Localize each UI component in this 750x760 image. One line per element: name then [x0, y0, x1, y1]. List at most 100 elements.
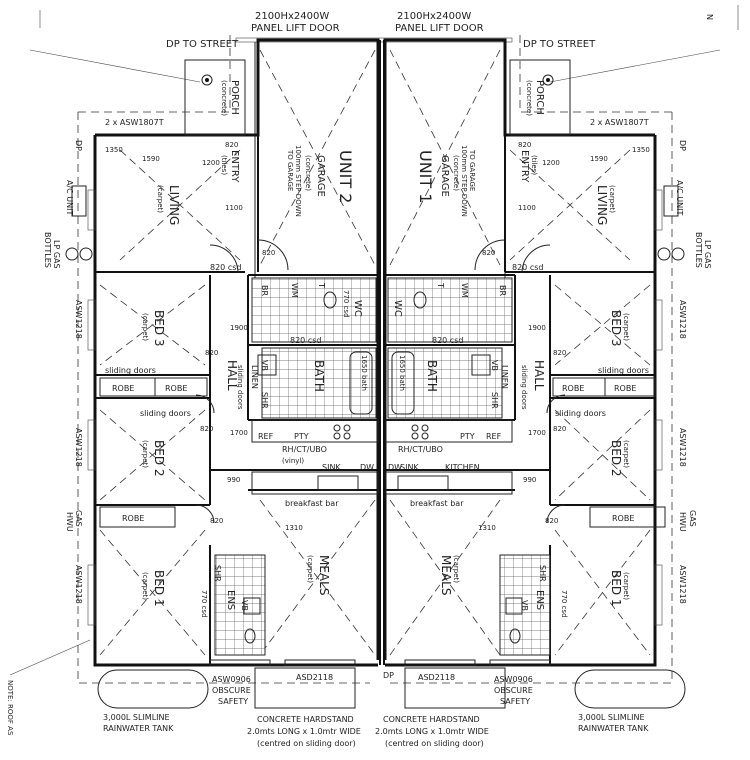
lp-gas: LP GAS	[703, 240, 712, 269]
dim-12: 1310	[478, 524, 496, 532]
wc-label: WC	[352, 300, 363, 317]
dim-1: 1350	[105, 146, 123, 154]
window-top: 2 x ASW1807T	[105, 118, 164, 127]
dim-11: 990	[227, 476, 240, 484]
downpipe-dot	[205, 78, 209, 82]
gas-bottle-1	[657, 247, 671, 261]
garage-label: GARAGE	[315, 155, 326, 197]
unit-2: PORCH (concrete)	[6, 49, 379, 748]
kitchen-floor: (vinyl)	[282, 457, 304, 465]
dim-2: 1590	[142, 155, 160, 163]
bed1-label: BED 1	[152, 570, 166, 607]
gas-bottle-2	[671, 247, 685, 261]
kitchen-bench-top	[385, 419, 513, 443]
dim-6: 820	[482, 249, 495, 257]
obscure-3: SAFETY	[218, 697, 248, 706]
dim-3: 1200	[542, 159, 560, 167]
robe-2-label: ROBE	[165, 384, 187, 393]
sliding-doors-1: sliding doors	[105, 366, 156, 375]
entry-label: ENTRY	[229, 150, 240, 183]
asw-bed2: ASW1218	[678, 428, 687, 467]
asw-bed1: ASW1218	[678, 565, 687, 604]
dp-label: DP	[74, 140, 83, 151]
appliances-label: RH/CT/UBO	[398, 445, 443, 454]
dw-label: DW	[388, 463, 402, 472]
garage-step2: TO GARAGE	[468, 149, 476, 191]
asw-bed3: ASW1218	[678, 300, 687, 339]
ensuite-tiles	[214, 554, 266, 656]
garage-door-labels: 2100Hx2400W PANEL LIFT DOOR 2100Hx2400W …	[29, 5, 739, 83]
entry-floor: (tiles)	[530, 155, 538, 175]
robe-1-label: ROBE	[562, 384, 584, 393]
dim-3: 1200	[202, 159, 220, 167]
sink-icon	[317, 475, 359, 491]
dp-right-label: DP TO STREET	[523, 39, 596, 50]
bath-size: 1650 bath	[360, 355, 368, 391]
robe-3-label: ROBE	[612, 514, 634, 523]
bed1-floor: (carpet)	[141, 572, 149, 600]
sliding-doors-2: sliding doors	[555, 409, 606, 418]
kitchen-bench-bottom	[385, 471, 513, 495]
hall-label: HALL	[532, 360, 546, 391]
entry-label: ENTRY	[519, 150, 530, 183]
dp-leader-left	[29, 49, 201, 83]
toilet-icon	[323, 291, 337, 309]
gas-label: GAS	[688, 510, 697, 527]
dim-8: 820	[205, 349, 218, 357]
sink-label: SINK	[322, 463, 341, 472]
meals-floor: (carpet)	[306, 555, 314, 583]
rainwater-tank	[574, 669, 686, 709]
dim-7: 1900	[230, 324, 248, 332]
dp-bottom: DP	[383, 671, 394, 680]
dim-4: 820	[518, 141, 531, 149]
tank-2: RAINWATER TANK	[578, 724, 649, 733]
robe-3	[99, 506, 176, 528]
lp-bottles: BOTTLES	[694, 232, 703, 268]
dim-9: 1700	[230, 429, 248, 437]
appliances-label: RH/CT/UBO	[282, 445, 327, 454]
dim-6: 820	[262, 249, 275, 257]
ens-label: ENS	[534, 590, 545, 610]
hall-sliding: sliding doors	[236, 365, 244, 410]
robe-2-label: ROBE	[614, 384, 636, 393]
tr-label: T	[317, 282, 326, 288]
shr-label: SHR	[490, 392, 499, 409]
meals-floor: (carpet)	[452, 555, 460, 583]
ens-csd: 770 csd	[560, 590, 568, 618]
breakfast-label: breakfast bar	[410, 499, 464, 508]
bath-icon	[349, 351, 373, 415]
asw-bed3: ASW1218	[74, 300, 83, 339]
downpipe-dot	[546, 78, 550, 82]
hall-label: HALL	[225, 360, 239, 391]
obscure-window	[209, 659, 271, 667]
ensuite-vanity-icon	[243, 597, 261, 615]
unit-1-title: UNIT 1	[416, 150, 435, 203]
window-top: 2 x ASW1807T	[590, 118, 649, 127]
obscure-2: OBSCURE	[494, 686, 533, 695]
bath-label: BATH	[312, 360, 326, 392]
living-floor: (carpet)	[608, 185, 616, 213]
robe-3	[589, 506, 666, 528]
bed2-floor: (carpet)	[141, 440, 149, 468]
ensuite-toilet-icon	[244, 628, 256, 644]
door-left-type: PANEL LIFT DOOR	[251, 23, 340, 34]
wm-label: WM	[290, 283, 299, 298]
dw-label: DW	[360, 463, 374, 472]
robe-2	[154, 377, 208, 397]
downpipe-icon	[542, 74, 554, 86]
dim-13: 820	[210, 517, 223, 525]
dim-10: 820	[553, 425, 566, 433]
bed1-floor: (carpet)	[622, 572, 630, 600]
laundry-tiles	[251, 277, 377, 343]
pty-label: PTY	[460, 432, 475, 441]
dim-5: 1100	[518, 204, 536, 212]
garage-step: 100mm STEP DOWN	[294, 145, 302, 217]
csd-living: 820 csd	[512, 263, 543, 272]
garage-label: GARAGE	[439, 155, 450, 197]
garage-floor: (concrete)	[452, 155, 460, 191]
dp-left-label: DP TO STREET	[166, 39, 239, 50]
csd-bath: 820 csd	[432, 336, 463, 345]
dp-label: DP	[678, 140, 687, 151]
